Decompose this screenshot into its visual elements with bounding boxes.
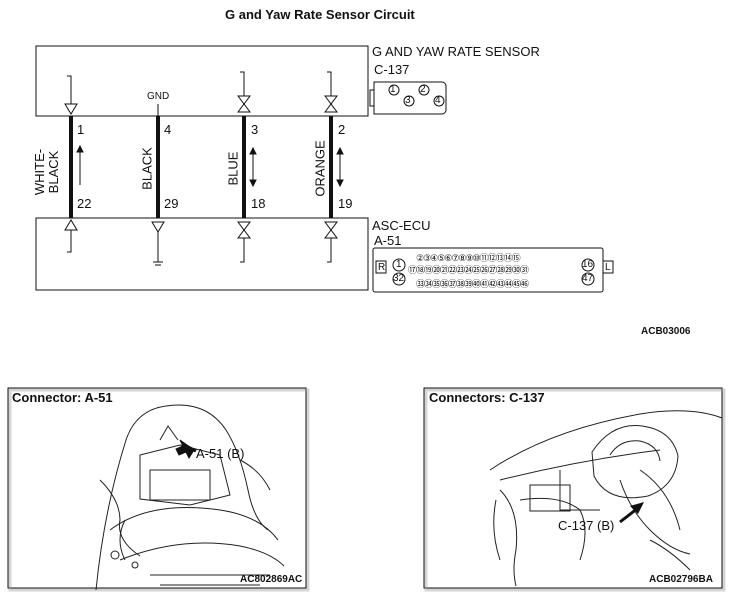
engine-bay-sketch: [95, 404, 285, 591]
ecu-connector-id: A-51: [374, 233, 402, 248]
ecu-pin-16: 16: [582, 259, 594, 270]
c137-connector-shape: [369, 81, 447, 115]
c137-pin-2: 2: [420, 84, 426, 95]
wire-2-bottom-pin: 29: [164, 196, 179, 211]
a51-arrow: [175, 439, 195, 460]
ecu-pin-row-3: ㉝㉞㉟㊱㊲㊳㊴㊵㊶㊷㊸㊹㊺㊻: [416, 279, 529, 289]
panel-right-frame: [423, 387, 723, 589]
panel-right-code: ACB02796BA: [649, 574, 713, 585]
ecu-pin-32: 32: [393, 273, 405, 284]
ecu-tag-r: R: [378, 262, 386, 273]
c137-arrow: [630, 502, 644, 514]
wire-3-top-pin: 3: [251, 122, 259, 137]
panel-right-callout: C-137 (B): [558, 518, 615, 533]
dashboard-sketch: [489, 410, 723, 587]
ecu-pin-row-2: ⑰⑱⑲⑳㉑㉒㉓㉔㉕㉖㉗㉘㉙㉚㉛: [408, 265, 529, 275]
sensor-module-box: [35, 45, 369, 117]
diagram-title: G and Yaw Rate Sensor Circuit: [225, 7, 415, 22]
panel-left-callout: A-51 (B): [196, 446, 245, 461]
wire-2-top-pin: 4: [164, 122, 172, 137]
wire-1-color: WHITE-BLACK: [32, 148, 61, 196]
panel-right-title: Connectors: C-137: [429, 390, 545, 405]
wire-4-bottom-pin: 19: [338, 196, 353, 211]
ecu-pin-row-1: ②③④⑤⑥⑦⑧⑨⑩⑪⑫⑬⑭⑮: [416, 253, 521, 263]
gnd-label: GND: [147, 91, 170, 102]
ecu-module-box: [35, 217, 369, 291]
diagram-code: ACB03006: [641, 326, 691, 337]
wire-1-bottom-pin: 22: [77, 196, 92, 211]
c137-pin-1: 1: [390, 84, 396, 95]
panel-left-code: AC802869AC: [240, 574, 303, 585]
wire-2-color: BLACK: [139, 147, 155, 190]
panel-left-frame: [7, 387, 307, 589]
ecu-pin-1: 1: [396, 259, 402, 270]
wire-3-bottom-pin: 18: [251, 196, 266, 211]
c137-pin-4: 4: [435, 95, 441, 106]
wire-4-top-pin: 2: [338, 122, 346, 137]
ecu-tag-l: L: [605, 262, 611, 273]
a51-connector-shape: [372, 247, 614, 293]
wire-3-color: BLUE: [225, 151, 241, 186]
wire-1-top-pin: 1: [77, 122, 85, 137]
panel-left-title: Connector: A-51: [12, 390, 113, 405]
c137-pin-3: 3: [405, 95, 411, 106]
wire-4-color: ORANGE: [312, 140, 328, 197]
ecu-module-name: ASC-ECU: [372, 218, 431, 233]
sensor-module-name: G AND YAW RATE SENSOR: [372, 44, 540, 59]
sensor-connector-id: C-137: [374, 62, 410, 77]
ecu-pin-47: 47: [582, 273, 594, 284]
